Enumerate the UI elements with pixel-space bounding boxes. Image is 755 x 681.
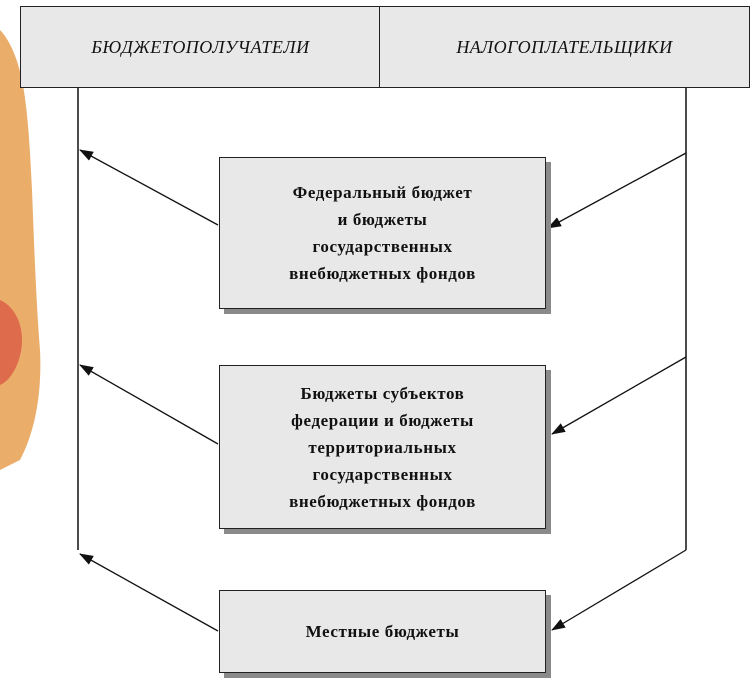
arrow-regional-to-recipients: [79, 364, 219, 445]
arrow-taxpayers-to-regional: [551, 356, 687, 435]
regional-budget-label: Бюджеты субъектов федерации и бюджеты те…: [289, 383, 476, 511]
budget-recipients-header: БЮДЖЕТОПОЛУЧАТЕЛИ: [20, 6, 381, 88]
regional-budget-box: Бюджеты субъектов федерации и бюджеты те…: [219, 365, 546, 529]
local-budget-box: Местные бюджеты: [219, 590, 546, 673]
local-budget-label: Местные бюджеты: [305, 622, 460, 641]
taxpayers-label: НАЛОГОПЛАТЕЛЬЩИКИ: [456, 36, 673, 57]
federal-budget-box: Федеральный бюджет и бюджеты государстве…: [219, 157, 546, 309]
arrow-local-to-recipients: [79, 553, 219, 632]
taxpayers-header: НАЛОГОПЛАТЕЛЬЩИКИ: [379, 6, 750, 88]
decorative-red-accent: [0, 300, 22, 385]
federal-budget-label: Федеральный бюджет и бюджеты государстве…: [289, 183, 476, 283]
budget-recipients-label: БЮДЖЕТОПОЛУЧАТЕЛИ: [91, 36, 310, 57]
arrow-taxpayers-to-federal: [547, 152, 687, 229]
arrow-federal-to-recipients: [79, 149, 219, 226]
arrow-taxpayers-to-local: [551, 549, 687, 631]
